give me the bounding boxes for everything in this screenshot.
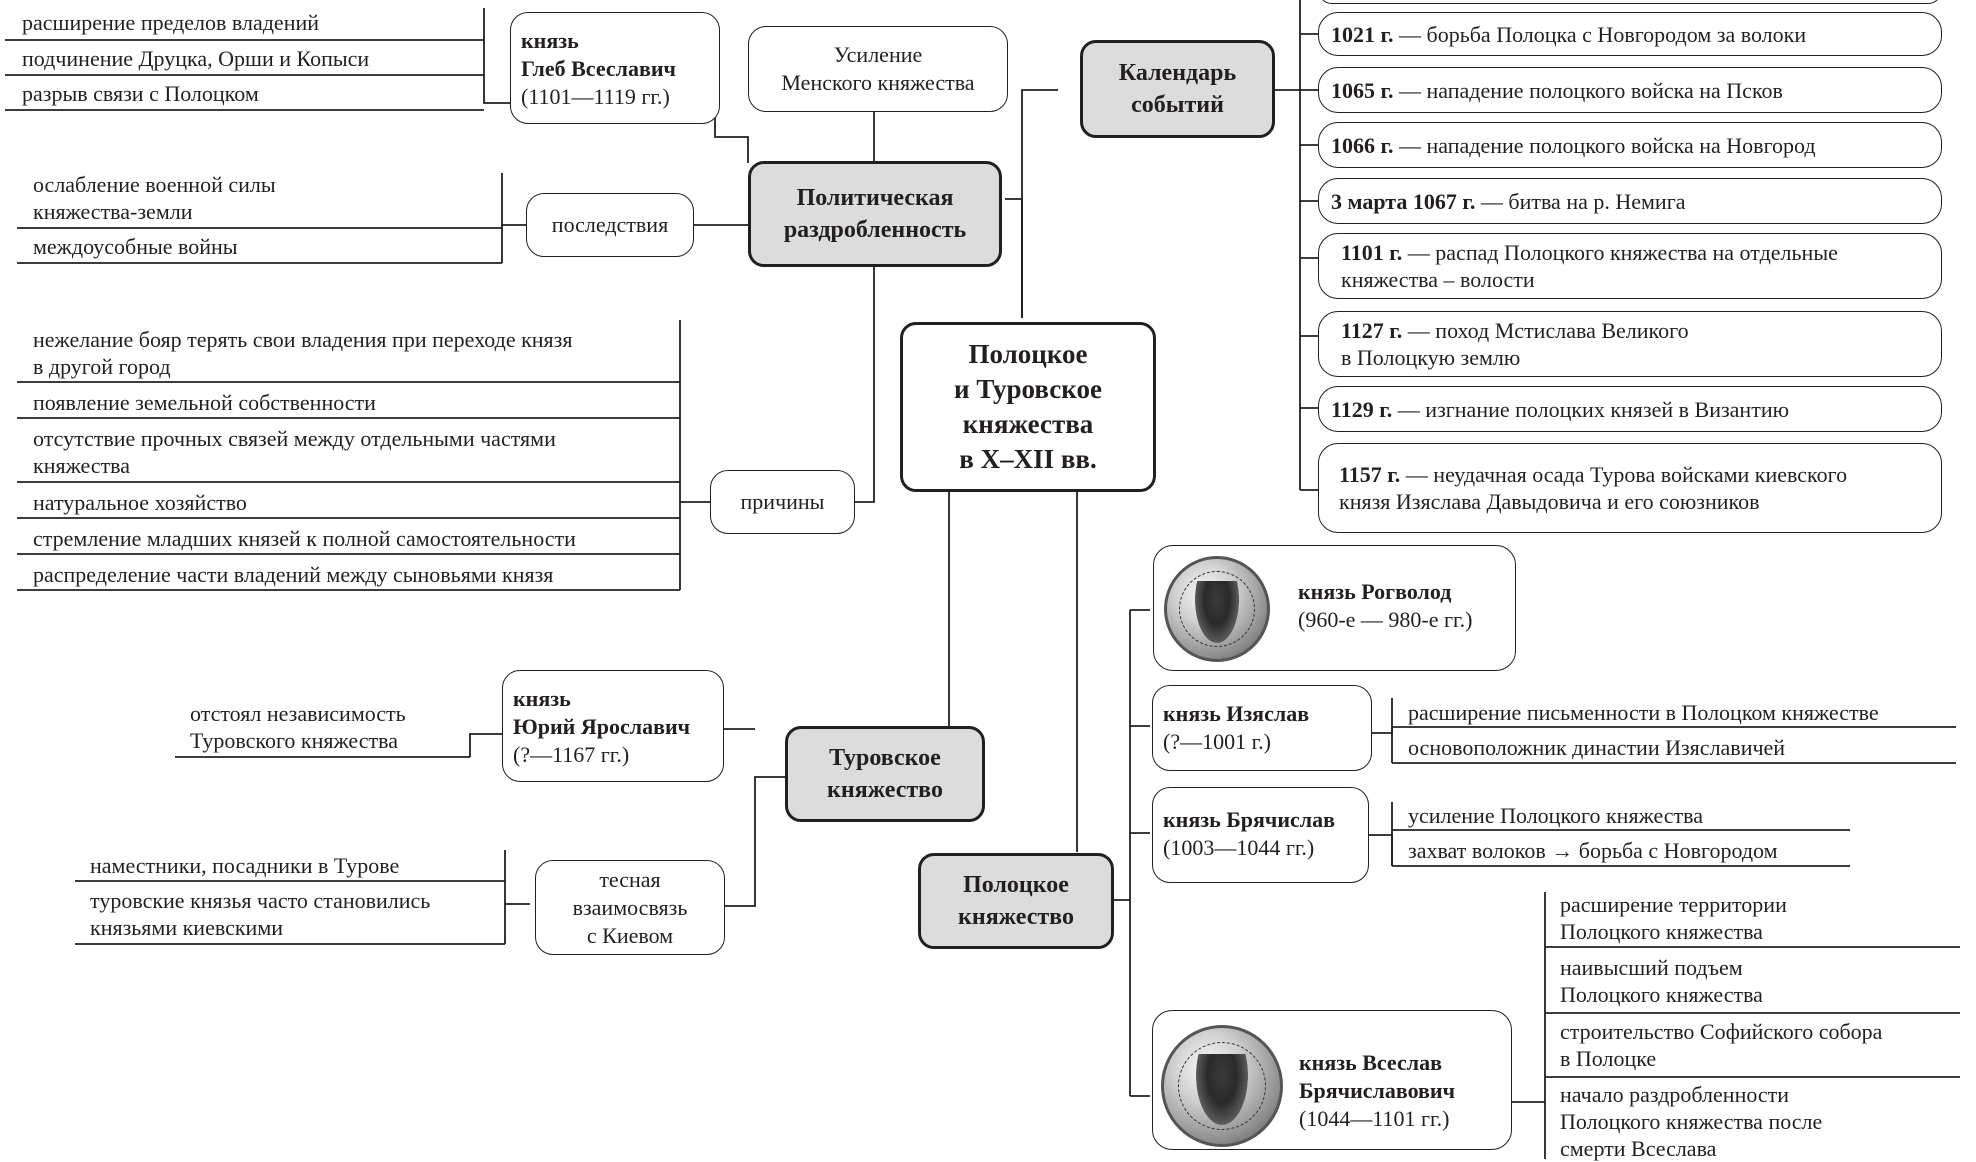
bryachislav-item: усиление Полоцкого княжества [1408,803,1704,828]
calendar-node: Календарь событий [1080,40,1275,138]
consequence-item: междоусобные войны [33,234,238,259]
gleb-title: князь [521,28,579,53]
izyaslav-name: князь Изяслав [1163,701,1310,726]
vseslav-name: Брячиславович [1299,1078,1456,1103]
izyaslav-item: расширение письменности в Полоцком княже… [1408,700,1879,725]
gleb-dates: (1101—1119 гг.) [521,84,670,109]
turov-title-line: княжество [827,777,943,803]
event-item: 1157 г. — неудачная осада Турова войскам… [1318,443,1942,533]
calendar-title-line: Календарь [1118,60,1237,86]
hub-title-line: раздробленность [783,217,967,243]
polotsk-principality-node: Полоцкое княжество [918,853,1114,949]
event-item-cut [1318,0,1942,4]
rogvolod-dates: (960-е — 980-е гг.) [1298,607,1473,632]
cause-item: отсутствие прочных связей между отдельны… [33,426,556,478]
event-item: 3 марта 1067 г. — битва на р. Немига [1318,178,1942,224]
menesk-line: Усиление [833,42,923,67]
prince-gleb-node: князь Глеб Всеславич (1101—1119 гг.) [510,12,720,124]
political-fragmentation-node: Политическая раздробленность [748,161,1002,267]
gleb-item: разрыв связи с Полоцком [22,81,259,106]
kiev-link-node: тесная взаимосвязь с Киевом [535,860,725,955]
event-item: 1066 г. — нападение полоцкого войска на … [1318,122,1942,168]
yuri-title: князь [513,686,571,711]
event-item: 1021 г. — борьба Полоцка с Новгородом за… [1318,12,1942,56]
event-item: 1065 г. — нападение полоцкого войска на … [1318,67,1942,113]
bryachislav-dates: (1003—1044 гг.) [1163,835,1315,860]
prince-yuri-node: князь Юрий Ярославич (?—1167 гг.) [502,670,724,782]
consequences-label: последствия [551,212,669,237]
center-topic: Полоцкое и Туровское княжества в X–XII в… [900,322,1156,492]
prince-bryachislav-node: князь Брячислав (1003—1044 гг.) [1152,787,1369,883]
center-line: и Туровское [954,374,1102,404]
center-line: Полоцкое [968,339,1088,369]
turov-title-line: Туровское [829,745,941,771]
rogvolod-name: князь Рогволод [1298,579,1452,604]
polotsk-title-line: Полоцкое [963,872,1069,898]
hub-title-line: Политическая [796,185,954,211]
cause-item: натуральное хозяйство [33,490,247,515]
event-item: 1129 г. — изгнание полоцких князей в Виз… [1318,386,1942,432]
menesk-node: Усиление Менского княжества [748,26,1008,112]
izyaslav-item: основоположник династии Изяславичей [1408,735,1786,760]
center-line: княжества [962,409,1094,439]
causes-node: причины [710,470,855,534]
izyaslav-dates: (?—1001 г.) [1163,729,1271,754]
prince-rogvolod-node: князь Рогволод (960-е — 980-е гг.) [1153,545,1516,671]
cause-item: появление земельной собственности [33,390,376,415]
event-item: 1101 г. — распад Полоцкого княжества на … [1318,233,1942,299]
bryachislav-name: князь Брячислав [1163,807,1335,832]
rogvolod-coin-image [1164,556,1270,662]
yuri-name: Юрий Ярославич [513,714,691,739]
vseslav-dates: (1044—1101 гг.) [1299,1106,1450,1131]
kiev-item: наместники, посадники в Турове [90,853,400,878]
vseslav-coin-image [1161,1025,1283,1147]
vseslav-name: князь Всеслав [1299,1050,1442,1075]
turov-principality-node: Туровское княжество [785,726,985,822]
cause-item: распределение части владений между сынов… [33,562,554,587]
cause-item: нежелание бояр терять свои владения при … [33,327,573,379]
gleb-item: расширение пределов владений [22,10,320,35]
consequences-node: последствия [526,193,694,257]
cause-item: стремление младших князей к полной самос… [33,526,576,551]
prince-vseslav-node: князь Всеслав Брячиславович (1044—1101 г… [1152,1010,1512,1150]
gleb-item: подчинение Друцка, Орши и Копыси [22,46,370,71]
prince-izyaslav-node: князь Изяслав (?—1001 г.) [1152,685,1372,771]
causes-label: причины [740,489,825,514]
gleb-name: Глеб Всеславич [521,56,676,81]
event-item: 1127 г. — поход Мстислава Великого в Пол… [1318,311,1942,377]
menesk-line: Менского княжества [781,70,975,95]
polotsk-title-line: княжество [958,904,1074,930]
center-line: в X–XII вв. [959,444,1097,474]
bryachislav-item: захват волоков → борьба с Новгородом [1408,838,1778,863]
calendar-title-line: событий [1131,92,1224,118]
yuri-dates: (?—1167 гг.) [513,742,630,767]
